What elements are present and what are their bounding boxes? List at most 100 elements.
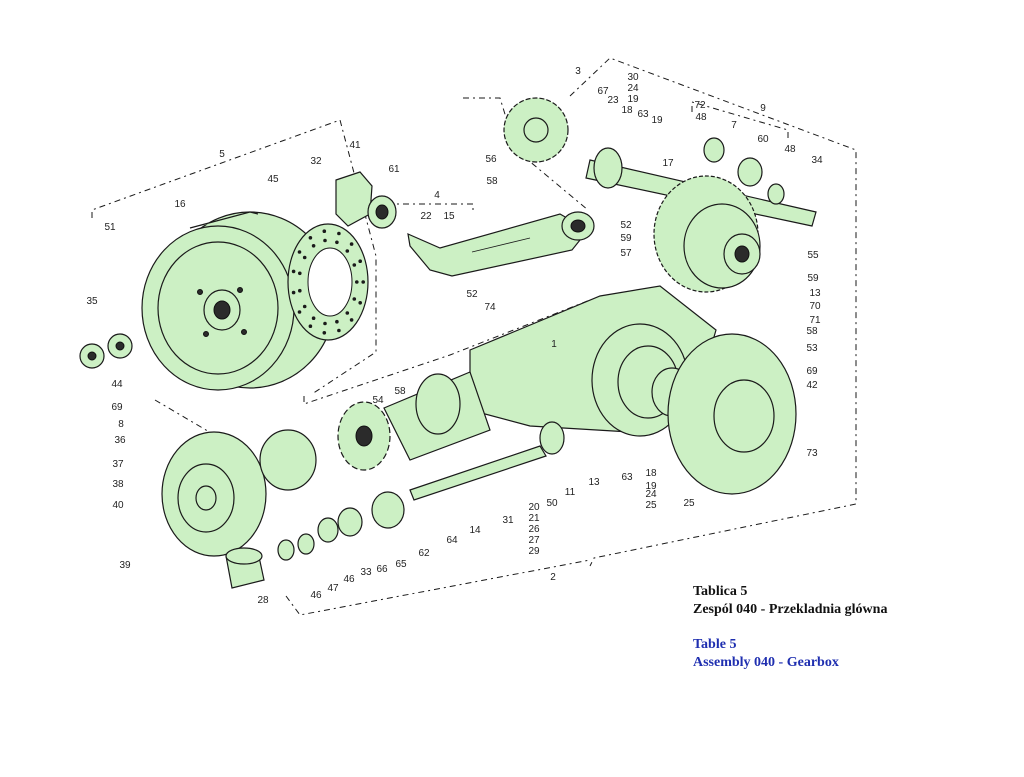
callout-c46: 44: [111, 379, 123, 390]
caption-pl-table: Tablica 5: [693, 584, 748, 599]
callout-c67: 25: [683, 498, 695, 509]
sprocket-3: [503, 97, 569, 163]
disc-hole: [291, 290, 296, 295]
callout-c52: 40: [112, 500, 124, 511]
callout-c34: 42: [806, 380, 818, 391]
cover-25: [667, 333, 797, 495]
callout-c2: 30: [627, 72, 639, 83]
callout-c45: 74: [484, 302, 496, 313]
callout-c16: 34: [811, 155, 823, 166]
gearbox-housing-1: [469, 285, 717, 437]
callout-c47: 69: [111, 402, 123, 413]
callout-c29: 70: [809, 301, 821, 312]
callout-c30: 71: [809, 315, 821, 326]
callout-c50: 37: [112, 459, 124, 470]
disc-hole: [361, 280, 366, 284]
callout-c10: 72: [694, 100, 706, 111]
disc-hole: [308, 236, 313, 240]
callout-c9: 19: [651, 115, 663, 126]
disc-hole: [322, 229, 327, 233]
pinion-shaft-20: [409, 421, 565, 501]
callout-c68: 20: [528, 502, 540, 513]
disc-hole: [335, 319, 339, 324]
callout-c21: 22: [420, 211, 432, 222]
callout-c36: 5: [219, 149, 225, 160]
callout-c66: 25: [645, 500, 657, 511]
callout-c74: 62: [418, 548, 430, 559]
disc-hole: [352, 263, 357, 267]
callout-c44: 52: [466, 289, 478, 300]
disc-hole: [349, 318, 354, 322]
bracket-9: [691, 101, 789, 138]
callout-c57: 14: [469, 525, 481, 536]
callout-c14: 60: [757, 134, 769, 145]
callout-c39: 61: [388, 164, 400, 175]
callout-c31: 58: [806, 326, 818, 337]
disc-hole: [323, 238, 327, 243]
disc-hole: [358, 301, 363, 305]
callout-c81: 28: [257, 595, 269, 606]
spacers-35: [79, 333, 133, 369]
disc-hole: [308, 324, 313, 329]
callout-c3: 24: [627, 83, 639, 94]
callout-c53: 39: [119, 560, 131, 571]
callout-c62: 63: [621, 472, 633, 483]
callout-c82: 2: [550, 572, 556, 583]
callout-c32: 53: [806, 343, 818, 354]
callout-c28: 13: [809, 288, 821, 299]
callout-c49: 36: [114, 435, 126, 446]
caption-en-table: Table 5: [693, 637, 737, 652]
disc-hole: [297, 250, 302, 254]
disc-hole: [291, 269, 296, 274]
callout-c69: 21: [528, 513, 540, 524]
callout-c63: 18: [645, 468, 657, 479]
disc-hole: [349, 242, 354, 246]
callout-c13: 7: [731, 120, 737, 131]
disc-hole: [311, 316, 316, 321]
disc-hole: [302, 255, 307, 260]
callout-c8: 63: [637, 109, 649, 120]
callout-c72: 29: [528, 546, 540, 557]
callout-c27: 59: [807, 273, 819, 284]
callout-c15: 48: [784, 144, 796, 155]
callout-c79: 47: [327, 583, 339, 594]
disc-hole: [337, 231, 341, 236]
callout-c19: 58: [486, 176, 498, 187]
disc-hole: [335, 240, 339, 245]
disc-hole: [355, 280, 359, 284]
callout-c48: 8: [118, 419, 124, 430]
callout-c55: 58: [394, 386, 406, 397]
callout-c6: 67: [597, 86, 609, 97]
callout-c1: 3: [575, 66, 581, 77]
disc-hole: [337, 328, 341, 333]
callout-c54: 54: [372, 395, 384, 406]
callout-c20: 4: [434, 190, 440, 201]
pulley-36: [161, 429, 317, 557]
disc-hole: [298, 288, 302, 293]
tube-14: [337, 371, 491, 471]
disc-hole: [352, 297, 357, 301]
callout-c70: 26: [528, 524, 540, 535]
disc-hole: [298, 271, 302, 276]
callout-c38: 32: [310, 156, 322, 167]
callout-c58: 31: [502, 515, 514, 526]
callout-c41: 16: [174, 199, 186, 210]
callout-c60: 11: [565, 487, 576, 498]
callout-c25: 57: [620, 248, 632, 259]
callout-c42: 51: [104, 222, 116, 233]
callout-c76: 66: [376, 564, 388, 575]
callout-c7: 23: [607, 95, 619, 106]
disc-hole: [345, 311, 350, 315]
caption-pl-assembly: Zespól 040 - Przekladnia glówna: [693, 602, 888, 617]
bracket-2: [285, 295, 611, 616]
callout-c78: 46: [343, 574, 355, 585]
callout-c61: 13: [588, 477, 600, 488]
callout-c12: 9: [760, 103, 766, 114]
perforated-disc-32: [287, 223, 369, 341]
callout-c33: 69: [806, 366, 818, 377]
disc-hole: [323, 321, 327, 326]
callout-c4: 19: [627, 94, 639, 105]
bearing-stack: [225, 491, 405, 589]
